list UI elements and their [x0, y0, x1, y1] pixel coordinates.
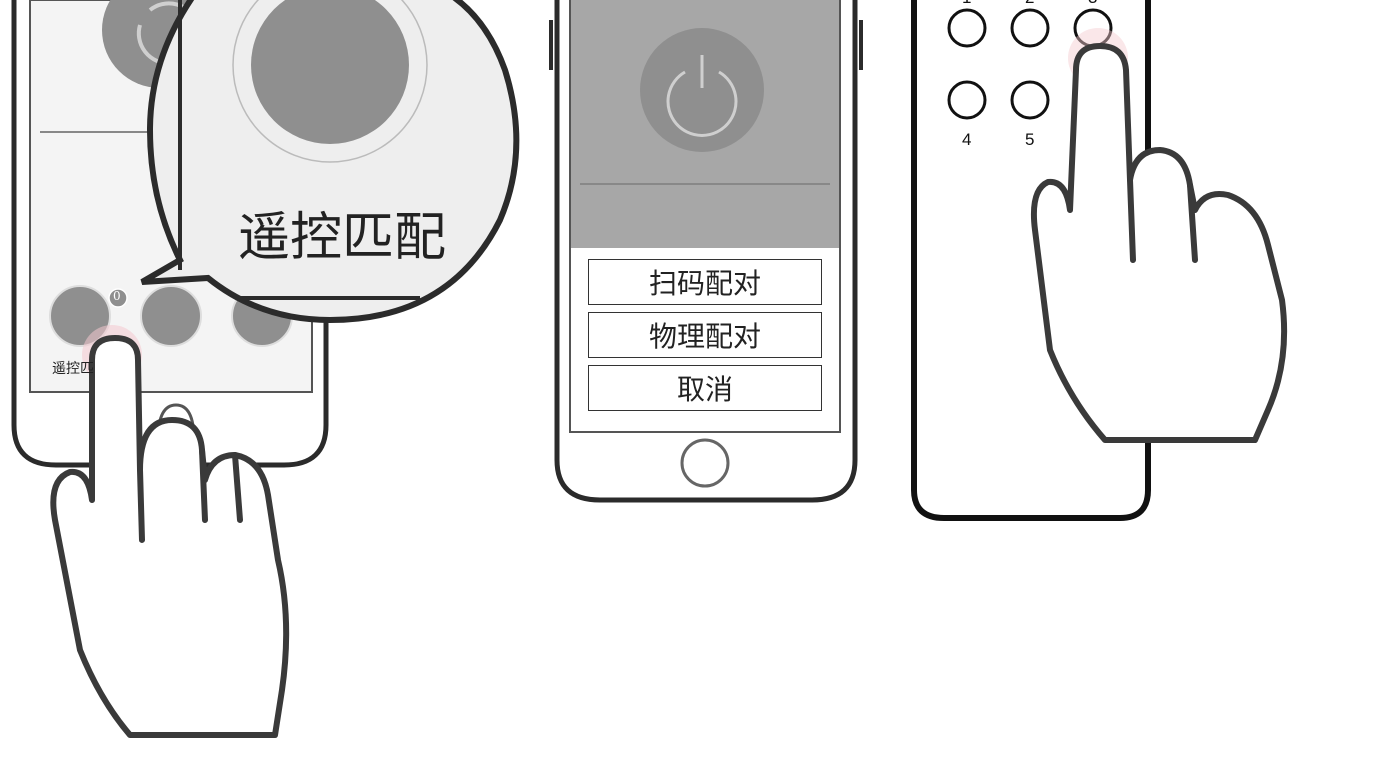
remote-key-label-4: 4 [962, 130, 971, 150]
remote-key-5 [1012, 82, 1048, 118]
remote-key-2 [1012, 10, 1048, 46]
remote-key-label-5: 5 [1025, 130, 1034, 150]
remote-key-label-3: 3 [1088, 0, 1097, 8]
remote-key-1 [949, 10, 985, 46]
remote-key-label-2: 2 [1025, 0, 1034, 8]
remote-key-label-1: 1 [962, 0, 971, 8]
remote-key-4 [949, 82, 985, 118]
